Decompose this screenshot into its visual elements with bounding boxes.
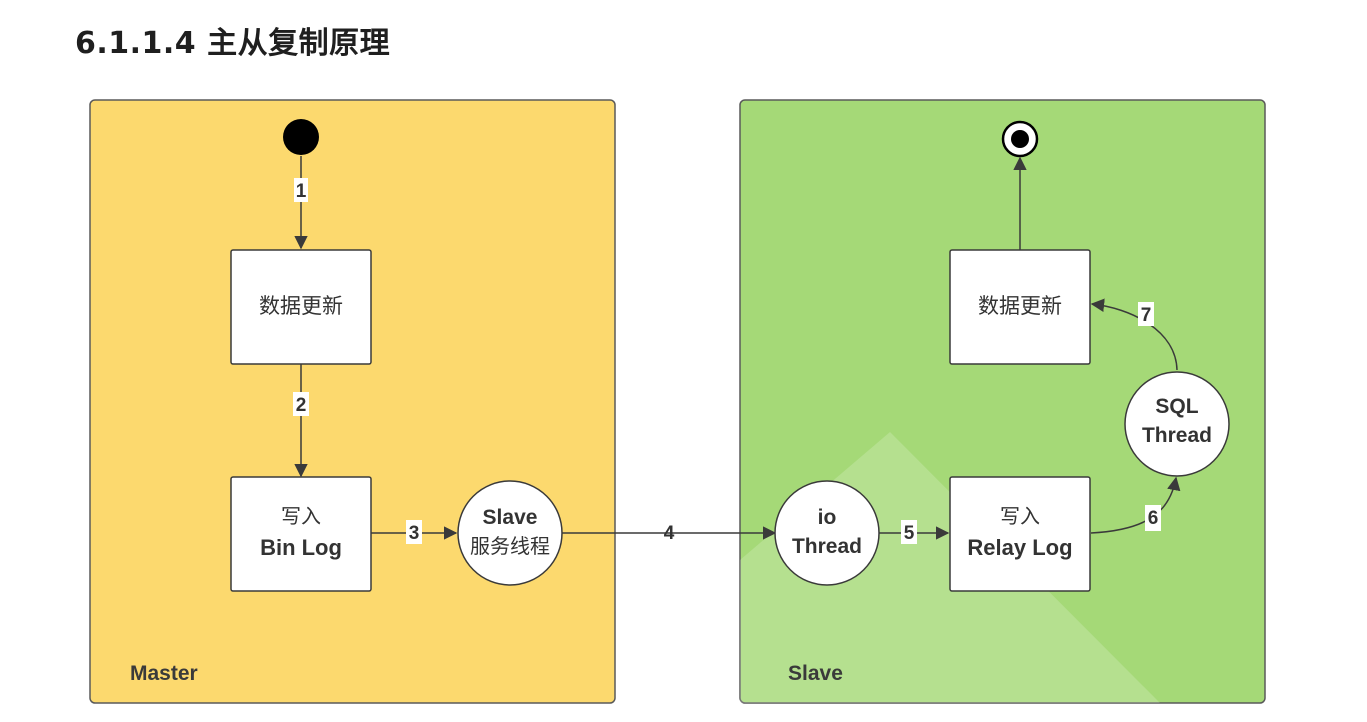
io-thread-text-2: Thread <box>792 535 862 558</box>
step-7-bg <box>1138 302 1154 326</box>
relaylog-box <box>949 476 1091 592</box>
step-2-label: 2 <box>296 395 307 416</box>
step-5-bg <box>901 520 917 544</box>
sql-thread-node <box>1124 371 1230 477</box>
binlog-text-2: Bin Log <box>260 535 342 560</box>
step-7-label: 7 <box>1141 305 1152 326</box>
master-container <box>89 99 616 704</box>
binlog-text-1: 写入 <box>281 504 321 528</box>
master-label: Master <box>130 662 198 685</box>
slave-label: Slave <box>788 662 843 685</box>
master-update-text: 数据更新 <box>259 294 343 318</box>
relaylog-text-2: Relay Log <box>967 535 1072 560</box>
step-6-bg <box>1145 505 1161 531</box>
step-1-label: 1 <box>296 181 307 202</box>
page-title: 6.1.1.4 主从复制原理 <box>75 26 391 61</box>
slave-thread-text-2: 服务线程 <box>470 534 550 558</box>
io-thread-text-1: io <box>818 506 837 529</box>
relaylog-text-1: 写入 <box>1000 504 1040 528</box>
step-2-bg <box>293 392 309 416</box>
slave-update-box <box>949 249 1091 365</box>
io-thread-node <box>774 480 880 586</box>
slave-service-thread-node <box>457 480 563 586</box>
step-6-label: 6 <box>1148 508 1159 529</box>
sql-thread-text-2: Thread <box>1142 424 1212 447</box>
start-node <box>283 119 319 155</box>
slave-update-text: 数据更新 <box>978 294 1062 318</box>
step-3-label: 3 <box>409 523 420 544</box>
step-1-bg <box>294 178 308 202</box>
binlog-box <box>230 476 372 592</box>
end-node-inner <box>1011 130 1029 148</box>
step-3-bg <box>406 520 422 544</box>
master-update-box <box>230 249 372 365</box>
slave-thread-text-1: Slave <box>483 506 538 529</box>
sql-thread-text-1: SQL <box>1155 395 1198 418</box>
step-5-label: 5 <box>904 523 915 544</box>
step-4-label: 4 <box>664 523 675 544</box>
